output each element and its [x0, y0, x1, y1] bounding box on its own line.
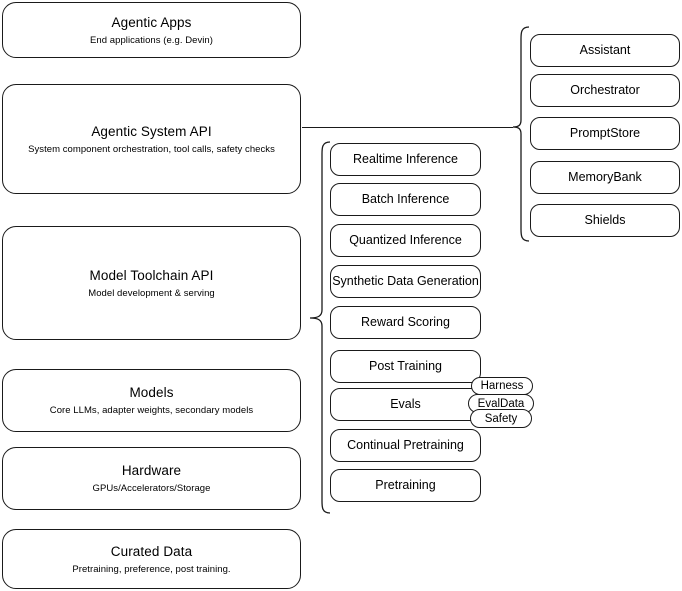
toolchain-box-label: Evals [390, 397, 421, 411]
toolchain-box-label: Quantized Inference [349, 233, 462, 247]
toolchain-box-label: Pretraining [375, 478, 436, 492]
layer-subtitle: End applications (e.g. Devin) [90, 34, 213, 46]
toolchain-box-reward-scoring[interactable]: Reward Scoring [330, 306, 481, 339]
toolchain-box-label: Continual Pretraining [347, 438, 464, 452]
toolchain-box-label: Synthetic Data Generation [332, 274, 479, 288]
toolchain-box-synthetic-data-generation[interactable]: Synthetic Data Generation [330, 265, 481, 298]
system-box-memorybank[interactable]: MemoryBank [530, 161, 680, 194]
system-box-label: Orchestrator [570, 83, 640, 97]
toolchain-box-realtime-inference[interactable]: Realtime Inference [330, 143, 481, 176]
toolchain-box-pretraining[interactable]: Pretraining [330, 469, 481, 502]
toolchain-box-label: Realtime Inference [353, 152, 458, 166]
toolchain-box-label: Post Training [369, 359, 442, 373]
toolchain-box-evals[interactable]: Evals [330, 388, 481, 421]
system-box-label: Shields [584, 213, 626, 227]
system-box-label: Assistant [579, 43, 631, 57]
toolchain-box-continual-pretraining[interactable]: Continual Pretraining [330, 429, 481, 462]
toolchain-box-label: Reward Scoring [361, 315, 450, 329]
layer-box-curated-data[interactable]: Curated Data Pretraining, preference, po… [2, 529, 301, 589]
layer-title: Agentic Apps [111, 14, 192, 30]
toolchain-box-quantized-inference[interactable]: Quantized Inference [330, 224, 481, 257]
layer-box-hardware[interactable]: Hardware GPUs/Accelerators/Storage [2, 447, 301, 510]
system-box-promptstore[interactable]: PromptStore [530, 117, 680, 150]
evals-subcomponent-safety[interactable]: Safety [470, 409, 532, 428]
layer-title: Agentic System API [91, 123, 212, 139]
system-box-label: PromptStore [569, 126, 641, 140]
system-box-assistant[interactable]: Assistant [530, 34, 680, 67]
layer-box-model-toolchain-api[interactable]: Model Toolchain API Model development & … [2, 226, 301, 340]
layer-title: Curated Data [110, 543, 193, 559]
toolchain-box-label: Batch Inference [361, 192, 450, 206]
layer-subtitle: Model development & serving [88, 287, 215, 299]
layer-subtitle: System component orchestration, tool cal… [28, 143, 275, 155]
layer-subtitle: Pretraining, preference, post training. [72, 563, 231, 575]
layer-box-agentic-apps[interactable]: Agentic Apps End applications (e.g. Devi… [2, 2, 301, 58]
layer-title: Models [129, 385, 174, 400]
system-box-label: MemoryBank [568, 170, 642, 184]
layer-box-agentic-system-api[interactable]: Agentic System API System component orch… [2, 84, 301, 194]
bracket-toolchain [309, 141, 331, 514]
system-box-orchestrator[interactable]: Orchestrator [530, 74, 680, 107]
layer-title: Hardware [121, 463, 182, 478]
evals-subcomponent-harness[interactable]: Harness [471, 377, 533, 395]
layer-box-models[interactable]: Models Core LLMs, adapter weights, secon… [2, 369, 301, 432]
layer-title: Model Toolchain API [89, 267, 214, 283]
toolchain-box-post-training[interactable]: Post Training [330, 350, 481, 383]
bracket-system-components [512, 26, 530, 242]
layer-subtitle: Core LLMs, adapter weights, secondary mo… [49, 405, 254, 416]
system-box-shields[interactable]: Shields [530, 204, 680, 237]
toolchain-box-batch-inference[interactable]: Batch Inference [330, 183, 481, 216]
layer-subtitle: GPUs/Accelerators/Storage [92, 483, 211, 494]
connector-system-api-to-components [302, 127, 513, 129]
